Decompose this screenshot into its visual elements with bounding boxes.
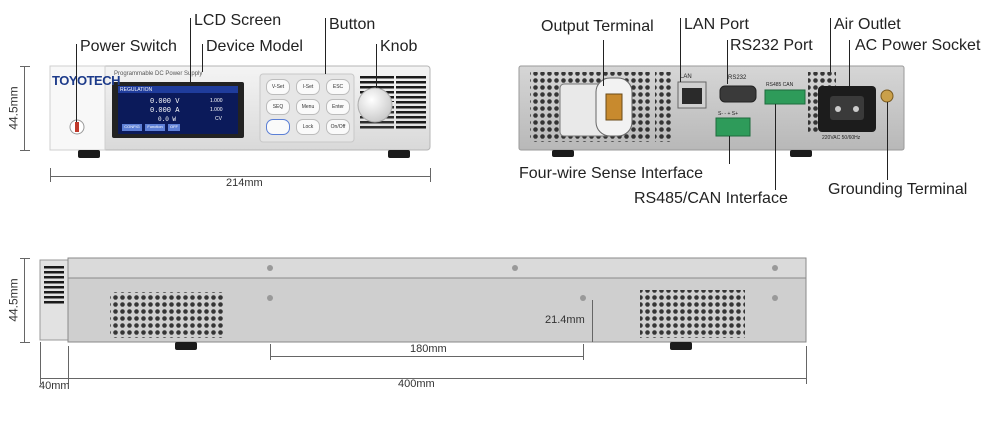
screen-set-a: 1.000 [210, 107, 223, 113]
dim-tick-side-height-top [20, 258, 30, 259]
leader-ac-power-socket [849, 40, 850, 86]
label-rs485-can: RS485/CAN Interface [634, 190, 788, 207]
dim-line-side-height [24, 258, 25, 342]
dim-line-side-front [40, 378, 68, 379]
screen-power: 0.0 W [158, 116, 177, 123]
label-four-wire: Four-wire Sense Interface [519, 165, 704, 182]
screen-mode: CV [215, 116, 222, 122]
label-grounding: Grounding Terminal [828, 181, 968, 198]
softkey-function[interactable]: Function [147, 124, 163, 129]
leader-four-wire [729, 136, 730, 164]
dim-side-span: 180mm [410, 343, 447, 355]
screen-set-v: 1.000 [210, 98, 223, 104]
dim-tick-side-span-left [270, 344, 271, 360]
screen-header: REGULATION [120, 87, 153, 93]
label-device-model: Device Model [206, 38, 303, 55]
front-button-grid: V-Set I-Set ESC SEQ Menu Enter Lock On/O… [266, 79, 350, 139]
label-lcd-screen: LCD Screen [194, 12, 282, 29]
sense-marks: S- - + S+ [718, 111, 739, 117]
dim-side-depth: 400mm [398, 378, 435, 390]
esc-button[interactable]: ESC [326, 79, 350, 95]
leader-knob [376, 44, 377, 88]
dim-front-width: 214mm [226, 177, 263, 189]
onoff-button[interactable]: On/Off [326, 119, 350, 135]
brand-logo: TOYOTECH [52, 73, 121, 88]
dim-tick-front-height-bottom [20, 150, 30, 151]
lan-port [682, 88, 702, 104]
leader-grounding [887, 102, 888, 180]
ac-rating-tag: 220VAC 50/60Hz [822, 135, 861, 141]
four-wire-sense-interface [715, 117, 751, 137]
iset-button[interactable]: I-Set [296, 79, 320, 95]
dim-tick-side-depth-right [806, 346, 807, 384]
screen-voltage: 0.000 V [150, 98, 180, 106]
dim-tick-side-depth-left [68, 346, 69, 384]
label-lan-port: LAN Port [684, 16, 749, 33]
dim-line-side-span [270, 356, 583, 357]
dim-line-front-width [50, 176, 430, 177]
label-output-terminal: Output Terminal [541, 18, 654, 35]
rear-panel [518, 65, 905, 157]
dim-front-height: 44.5mm [6, 86, 21, 130]
dim-tick-side-front-left [40, 342, 41, 384]
label-knob: Knob [380, 38, 418, 55]
label-ac-power-socket: AC Power Socket [855, 37, 981, 54]
enter-button[interactable]: Enter [326, 99, 350, 115]
softkey-config[interactable]: CONFIG [124, 124, 140, 129]
label-button: Button [329, 16, 376, 33]
grounding-terminal [880, 89, 894, 103]
leader-rs485 [775, 104, 776, 190]
softkey-off[interactable]: OFF [170, 124, 178, 129]
rs485-tag: RS485 CAN [766, 82, 794, 88]
leader-lcd-screen [190, 18, 191, 82]
rs232-port [719, 85, 757, 103]
menu-button[interactable]: Menu [296, 99, 320, 115]
vset-button[interactable]: V-Set [266, 79, 290, 95]
seq-button[interactable]: SEQ [266, 99, 290, 115]
label-rs232-port: RS232 Port [730, 37, 813, 54]
leader-output-terminal [603, 40, 604, 86]
dim-side-front: 40mm [39, 380, 70, 392]
dim-tick-side-span-right [583, 344, 584, 360]
screen-current: 0.000 A [150, 107, 180, 115]
rs485-can-interface [764, 89, 806, 105]
dim-side-inner: 21.4mm [545, 314, 585, 326]
device-model-text: Programmable DC Power Supply [114, 71, 203, 77]
lan-tag: LAN [680, 74, 692, 80]
side-view [39, 257, 807, 350]
dim-tick-side-height-bottom [20, 342, 30, 343]
leader-lan-port [680, 18, 681, 82]
dim-tick-front-width-left [50, 168, 51, 182]
dim-tick-front-width-right [430, 168, 431, 182]
knob[interactable] [357, 87, 393, 123]
leader-rs232-port [727, 40, 728, 84]
dim-tick-front-height-top [20, 66, 30, 67]
power-switch[interactable] [75, 122, 79, 132]
label-power-switch: Power Switch [80, 38, 177, 55]
dim-line-side-depth [68, 378, 806, 379]
dim-line-front-height [24, 66, 25, 150]
dim-side-height: 44.5mm [6, 278, 21, 322]
leader-power-switch [76, 44, 77, 122]
leader-air-outlet [830, 18, 831, 72]
blank-button[interactable] [266, 119, 290, 135]
rs232-tag: RS232 [728, 75, 747, 81]
dim-line-side-inner [592, 300, 593, 342]
lock-button[interactable]: Lock [296, 119, 320, 135]
leader-device-model [202, 44, 203, 72]
leader-button [325, 18, 326, 74]
label-air-outlet: Air Outlet [834, 16, 901, 33]
